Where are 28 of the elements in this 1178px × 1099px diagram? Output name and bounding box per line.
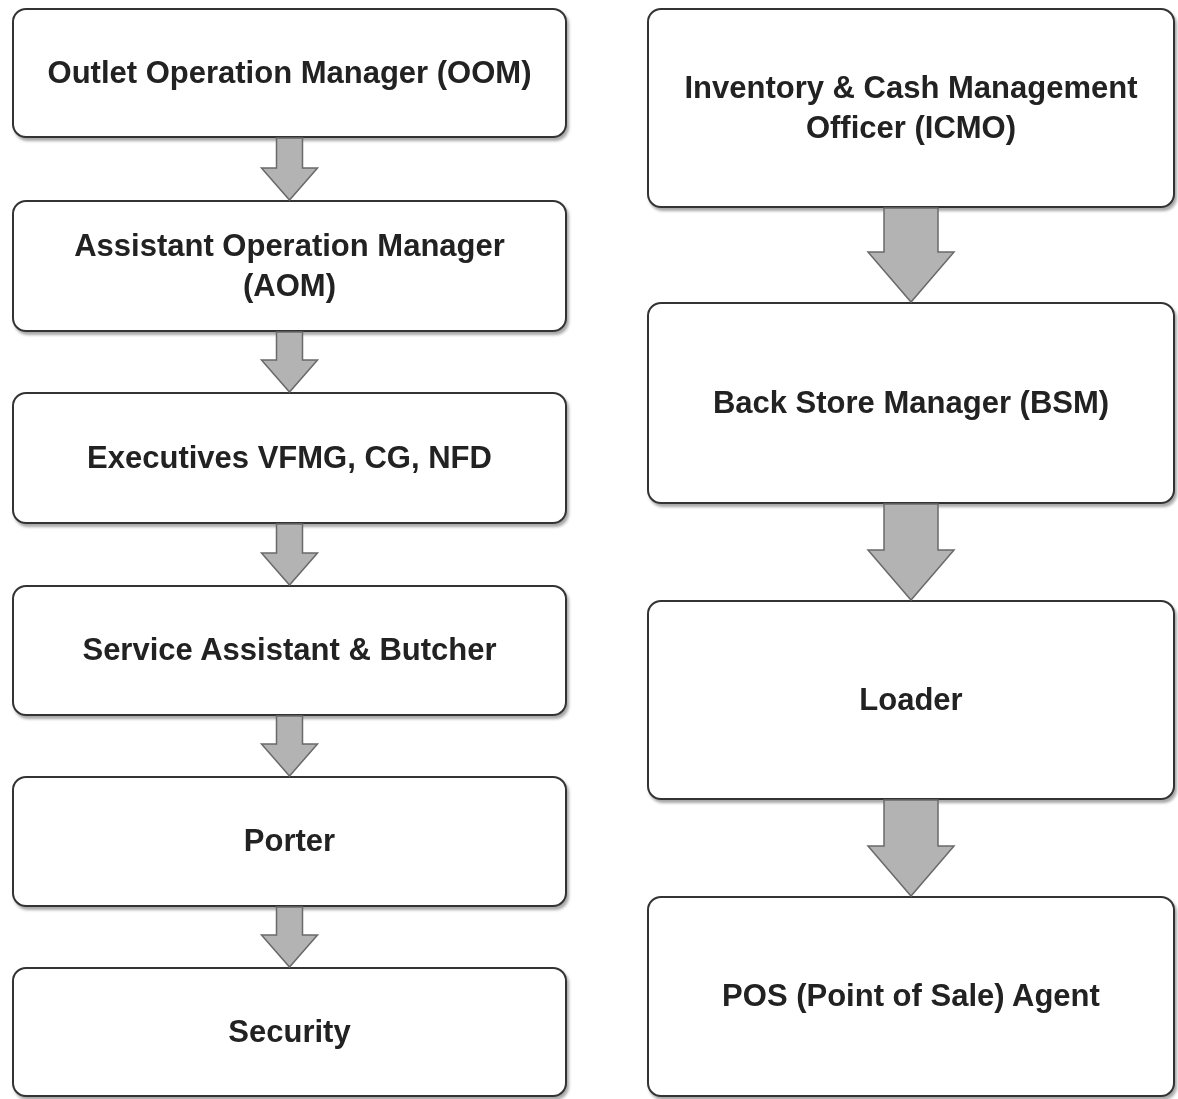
down-arrow (866, 503, 956, 602)
role-title: Inventory & Cash Management Officer (ICMO) (683, 68, 1139, 147)
down-arrow (259, 137, 320, 202)
down-arrow (866, 799, 956, 898)
org-role-box (12, 8, 567, 138)
org-role-box (12, 392, 567, 524)
org-role-box (12, 776, 567, 907)
role-title: Executives VFMG, CG, NFD (87, 438, 492, 477)
down-arrow (259, 906, 320, 969)
role-title: Outlet Operation Manager (OOM) (47, 53, 532, 92)
role-title: Back Store Manager (BSM) (712, 383, 1110, 422)
org-role-box (12, 585, 567, 716)
org-role-box (12, 967, 567, 1097)
org-role-box (647, 600, 1175, 800)
org-role-box (12, 200, 567, 332)
org-role-box (647, 8, 1175, 208)
down-arrow (866, 207, 956, 304)
down-arrow (259, 715, 320, 778)
org-role-box (647, 896, 1175, 1097)
role-title: Loader (859, 680, 963, 719)
role-title: Security (228, 1012, 351, 1051)
role-title: Assistant Operation Manager (AOM) (73, 226, 506, 305)
role-title: Porter (243, 822, 336, 861)
role-title: Service Assistant & Butcher (82, 631, 497, 670)
down-arrow (259, 523, 320, 587)
org-role-box (647, 302, 1175, 504)
role-title: POS (Point of Sale) Agent (722, 977, 1100, 1016)
down-arrow (259, 331, 320, 394)
